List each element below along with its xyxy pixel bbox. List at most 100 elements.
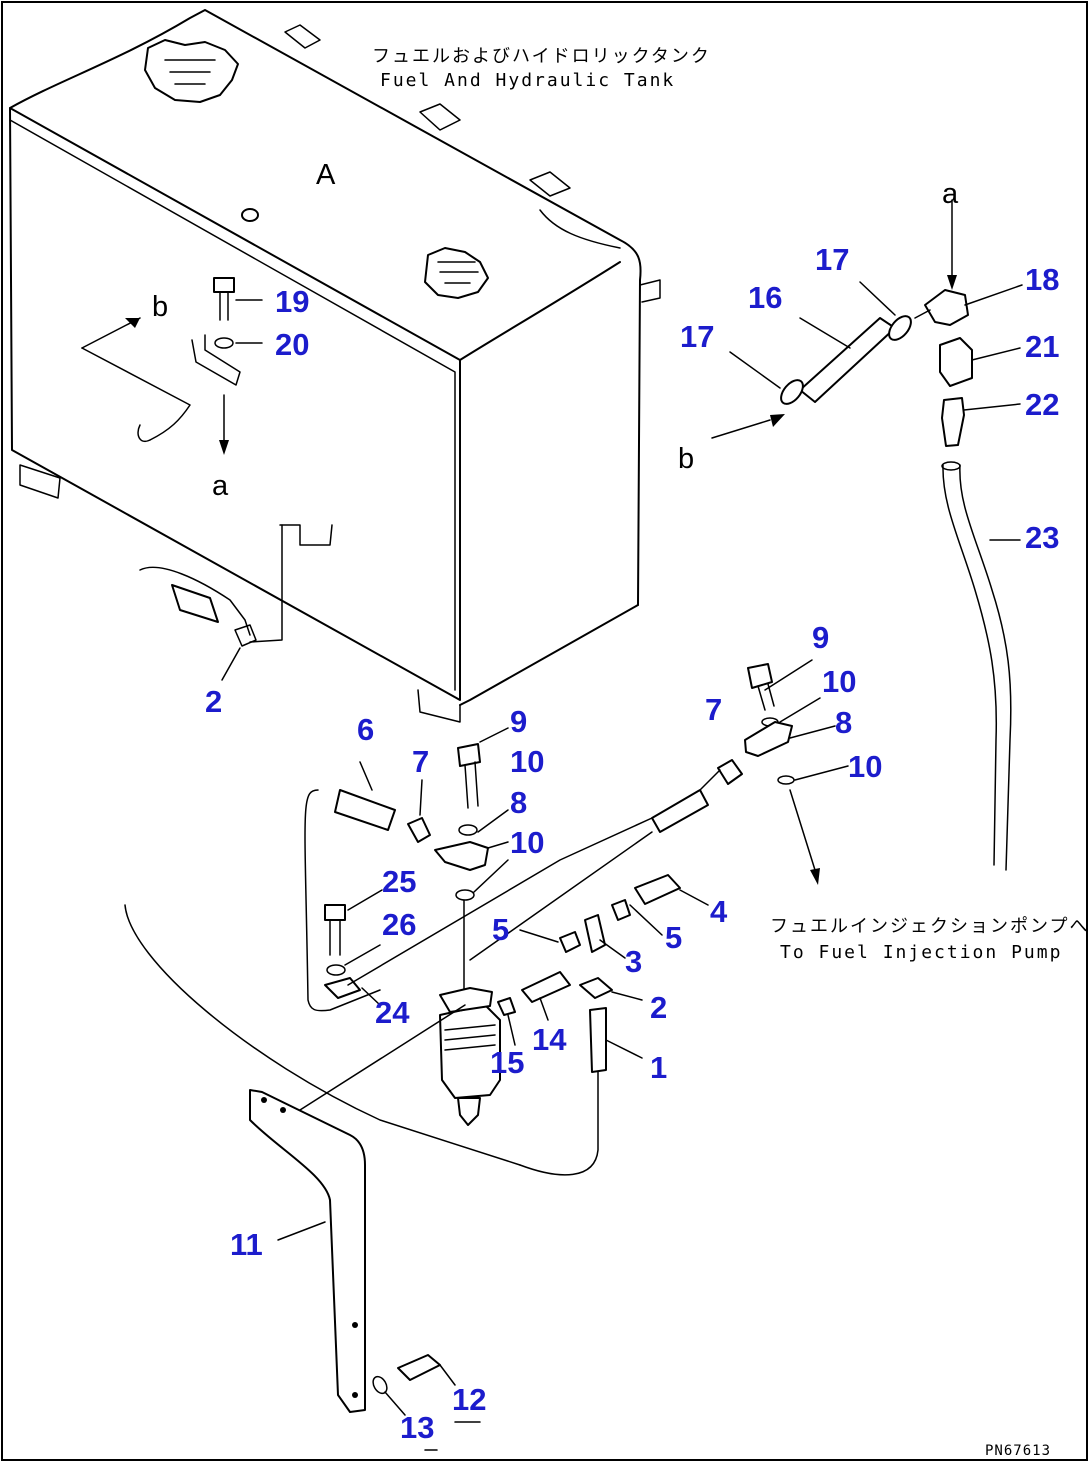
adapter-22 <box>941 397 965 447</box>
washer-26 <box>326 964 346 976</box>
callout-10-left-upper: 10 <box>510 744 544 779</box>
eyebolt-8-right <box>744 721 793 757</box>
callout-3: 3 <box>625 944 642 979</box>
callout-19: 19 <box>275 284 309 319</box>
callout-25: 25 <box>382 864 416 899</box>
connector-14 <box>521 971 571 1003</box>
bracket-19-20 <box>191 277 263 455</box>
callout-24: 24 <box>375 995 410 1030</box>
hose-1-line <box>519 1071 599 1176</box>
callout-8-left: 8 <box>510 785 527 820</box>
tank-top-edge <box>459 261 621 361</box>
callout-10-right-lower: 10 <box>848 749 882 784</box>
hose-6 <box>334 789 396 831</box>
callout-22: 22 <box>1025 387 1059 422</box>
view-marker-b-right: b <box>678 443 694 475</box>
leaders-right <box>764 659 849 781</box>
fuel-filter-group <box>124 727 709 1176</box>
washer-15 <box>497 997 516 1016</box>
leader-11 <box>277 1221 326 1241</box>
tank-tab-line <box>249 524 283 643</box>
leader-18 <box>914 284 1023 319</box>
filler-cap-2-grip <box>437 261 479 284</box>
callout-20: 20 <box>275 327 309 362</box>
fuel-hydraulic-tank <box>9 9 661 723</box>
tank-bracket-2 <box>419 103 461 131</box>
view-b-arrow-left <box>81 317 191 442</box>
bracket-11 <box>249 1089 481 1451</box>
tank-bracket-4 <box>639 279 661 303</box>
callout-7-left: 7 <box>412 744 429 779</box>
bolt-25-head <box>324 904 346 921</box>
tank-mark: A <box>316 159 336 191</box>
destination-en: To Fuel Injection Pump <box>780 942 1062 963</box>
washer-13 <box>372 1375 388 1395</box>
callout-10-right-upper: 10 <box>822 664 856 699</box>
hose-loop-left <box>304 789 381 1012</box>
callout-5-right: 5 <box>665 920 682 955</box>
tank-tab <box>279 524 333 546</box>
leader-21 <box>971 347 1021 361</box>
view-marker-a-left: a <box>212 470 229 502</box>
callout-9-right: 9 <box>812 620 829 655</box>
washer-10-left-lower <box>455 889 475 901</box>
filter-head <box>439 987 493 1013</box>
clip-2-lower <box>579 977 613 999</box>
leaders-14-15 <box>507 997 549 1046</box>
ground-marks <box>424 1421 481 1451</box>
connector-4 <box>634 874 681 905</box>
filler-cap-2 <box>424 247 489 299</box>
callout-18: 18 <box>1025 262 1059 297</box>
fuel-filter-bands <box>444 1024 496 1051</box>
clip-7-right <box>717 759 743 785</box>
tank-notch <box>539 209 621 249</box>
leader-2-lower <box>611 991 643 1001</box>
callout-9-left: 9 <box>510 704 527 739</box>
fuel-line-loop <box>124 904 521 1166</box>
callout-23: 23 <box>1025 520 1059 555</box>
washer-10-left-upper <box>458 824 478 836</box>
washer-20 <box>214 337 234 349</box>
tank-foot-bottom <box>417 689 461 723</box>
view-marker-a-upper: a <box>942 178 959 210</box>
filler-cap-1 <box>144 39 239 103</box>
valve-assembly-upper <box>711 199 1023 871</box>
fuel-line-right <box>469 769 721 961</box>
bolt-12 <box>397 1354 441 1381</box>
callout-17-left: 17 <box>680 319 714 354</box>
callout-8-right: 8 <box>835 705 852 740</box>
leader-2-upper <box>221 647 241 681</box>
callout-2-upper: 2 <box>205 684 222 719</box>
callout-1: 1 <box>650 1050 667 1085</box>
callout-12: 12 <box>452 1382 486 1417</box>
callout-11: 11 <box>230 1227 263 1262</box>
leader-17-right <box>859 281 896 316</box>
hose-1 <box>589 1007 607 1073</box>
leader-7-left <box>419 779 423 816</box>
washer-17-left <box>780 379 804 405</box>
tank-bracket-1 <box>284 24 321 49</box>
breather-pipe <box>171 584 219 623</box>
callout-10-left-lower: 10 <box>510 825 544 860</box>
breather-hose <box>139 566 251 636</box>
valve-18 <box>924 289 969 326</box>
hose-23-right <box>959 464 1012 871</box>
callout-26: 26 <box>382 907 416 942</box>
bolt-19-head <box>213 277 235 293</box>
leaders-4-5 <box>629 889 709 936</box>
bolt-9-left-shank <box>464 761 479 809</box>
view-a-arrow-head <box>219 440 229 455</box>
callout-14: 14 <box>532 1022 567 1057</box>
callout-16: 16 <box>748 280 782 315</box>
washer-5-right <box>611 899 631 921</box>
tank-foot-left <box>19 464 61 499</box>
hose-23-left <box>942 464 998 866</box>
filler-cap-1-grip <box>164 59 216 85</box>
callout-21: 21 <box>1025 329 1059 364</box>
leader-22 <box>963 403 1021 411</box>
pipe-16 <box>799 317 896 403</box>
callout-13: 13 <box>400 1410 434 1445</box>
bracket-11-plate <box>249 1089 366 1413</box>
